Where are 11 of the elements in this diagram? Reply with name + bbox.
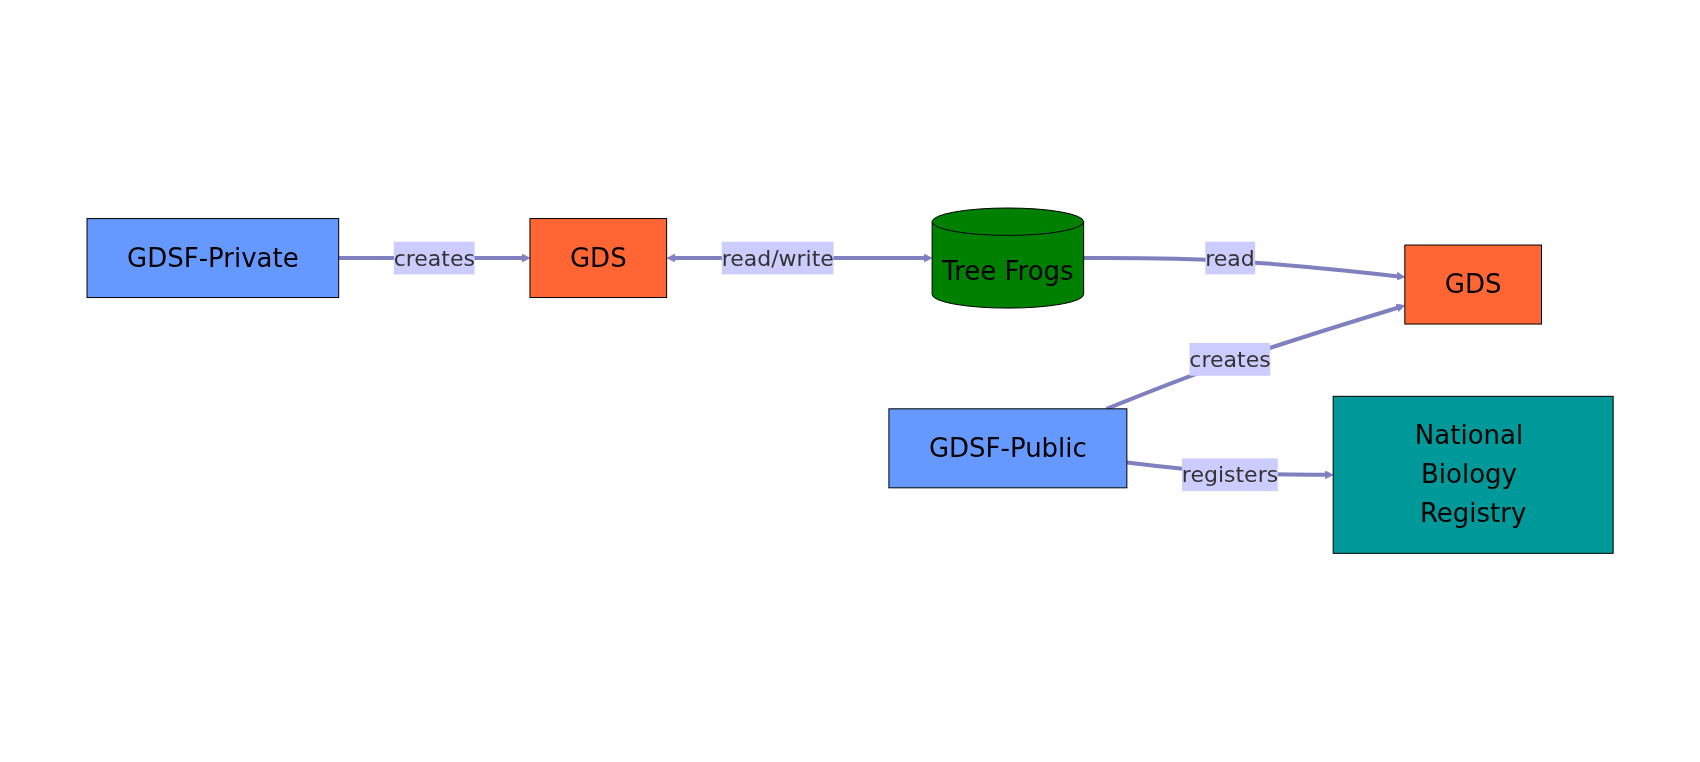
node-box: National Biology Registry [1332,396,1614,555]
node-box: GDS [1404,244,1542,325]
edge-label: registers [1181,462,1279,488]
node-box: GDS [529,218,668,299]
edge-label: read [1205,245,1255,271]
edge-label: read/write [721,245,834,271]
arrow [1105,304,1406,411]
node-box: GDSF-Private [86,218,340,299]
node-box: GDSF-Public [888,408,1128,489]
edge-label: creates [1189,347,1271,373]
edge-label: creates [393,245,475,271]
